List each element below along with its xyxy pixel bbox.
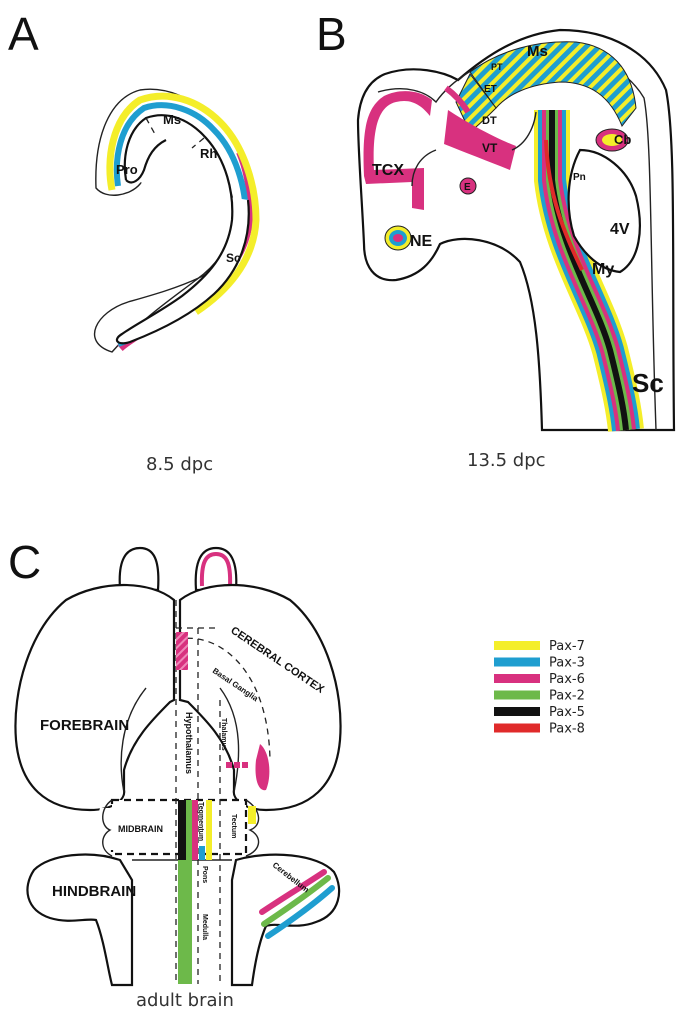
- label-medulla: Medulla: [201, 914, 208, 940]
- label-dt: DT: [482, 115, 497, 127]
- label-my: My: [592, 261, 614, 278]
- panel-a: A Pro Ms Rh Sc 8.5 dpc: [8, 8, 256, 475]
- panel-b-caption: 13.5 dpc: [467, 450, 546, 471]
- label-pro: Pro: [116, 162, 138, 177]
- label-sc-large: Sc: [632, 368, 664, 398]
- legend-swatch-pax-5: [494, 707, 540, 716]
- embryo-8-5-dpc: Pro Ms Rh Sc: [95, 89, 256, 352]
- label-thalamus: Thalamus: [220, 718, 227, 751]
- label-tectum: Tectum: [230, 814, 237, 838]
- panel-b: B: [316, 8, 674, 471]
- label-ms: Ms: [527, 43, 548, 60]
- label-cb: Cb: [614, 132, 631, 147]
- label-ne: NE: [410, 233, 433, 250]
- label-vt: VT: [482, 141, 498, 155]
- label-e: E: [464, 182, 471, 193]
- legend-swatch-pax-3: [494, 658, 540, 667]
- legend-label-pax-3: Pax-3: [549, 656, 585, 671]
- label-rh: Rh: [200, 146, 217, 161]
- legend-swatch-pax-2: [494, 691, 540, 700]
- label-pt: PT: [491, 62, 503, 72]
- legend-label-pax-2: Pax-2: [549, 689, 585, 704]
- label-ms: Ms: [163, 112, 181, 127]
- label-midbrain: MIDBRAIN: [118, 824, 163, 834]
- legend-label-pax-5: Pax-5: [549, 705, 585, 720]
- panel-c: C: [8, 536, 341, 1011]
- label-pn: Pn: [573, 172, 586, 183]
- label-4v: 4V: [610, 221, 630, 238]
- panel-c-letter: C: [8, 536, 41, 588]
- legend-label-pax-6: Pax-6: [549, 672, 585, 687]
- panel-a-letter: A: [8, 8, 39, 60]
- label-forebrain: FOREBRAIN: [40, 717, 129, 734]
- legend-swatch-pax-8: [494, 724, 540, 733]
- legend-swatch-pax-7: [494, 641, 540, 650]
- legend-swatch-pax-6: [494, 674, 540, 683]
- panel-c-caption: adult brain: [136, 990, 234, 1011]
- embryo-13-5-dpc: Ms PT ET DT VT Cb TCX E Pn 4V NE My Sc: [358, 30, 674, 430]
- adult-brain: CEREBRAL CORTEX Basal Ganglia FOREBRAIN …: [15, 548, 340, 985]
- label-tegmentum: Tegmentum: [197, 802, 204, 841]
- panel-a-caption: 8.5 dpc: [146, 454, 213, 475]
- label-pons: Pons: [201, 866, 208, 883]
- label-hindbrain: HINDBRAIN: [52, 883, 136, 900]
- legend-label-pax-8: Pax-8: [549, 722, 585, 737]
- label-et: ET: [484, 84, 497, 95]
- legend-label-pax-7: Pax-7: [549, 639, 585, 654]
- panel-b-letter: B: [316, 8, 347, 60]
- label-tcx: TCX: [372, 162, 404, 179]
- label-sc: Sc: [226, 251, 241, 265]
- label-hypothalamus: Hypothalamus: [184, 712, 194, 774]
